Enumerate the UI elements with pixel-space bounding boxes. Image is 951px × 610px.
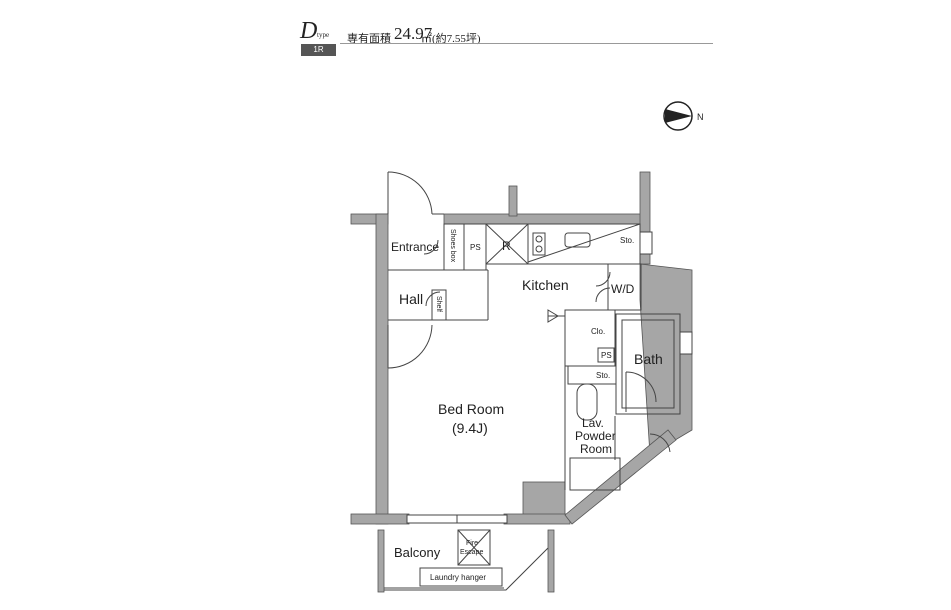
area-unit: ㎡(約7.55坪) [421,33,481,45]
storage-top-label: Sto. [620,236,634,245]
ps-top-label: PS [470,243,481,252]
room-labels: Entrance Shoes box PS R Sto. Kitchen W/D… [391,229,663,582]
hall-label: Hall [399,291,423,307]
storage-mid-label: Sto. [596,371,610,380]
balcony-outline [384,529,549,591]
lav-line1-label: Lav. [582,416,604,430]
bedroom-label: Bed Room [438,401,504,417]
refrigerator-label: R [502,239,511,253]
balcony-label: Balcony [394,545,441,560]
fire-escape-line1-label: Fire [466,540,478,547]
north-label: N [697,112,704,122]
type-suffix: type [317,31,330,39]
closet-label: Clo. [591,327,605,336]
plan-header: D type 1R 専有面積 24.97 ㎡(約7.55坪) [0,0,951,70]
bath-label: Bath [634,351,663,367]
bedroom-size-label: (9.4J) [452,420,488,436]
type-letter: D [300,18,318,44]
fire-escape-line2-label: Escape [460,549,483,556]
kitchen-label: Kitchen [522,277,569,293]
compass-icon: N [663,101,704,131]
lav-line2-label: Powder [575,429,616,443]
ps-mid-label: PS [601,351,612,360]
doors [387,171,671,453]
laundry-hanger-label: Laundry hanger [430,573,486,582]
shelf-label: Shelf [435,296,442,312]
washer-label: W/D [611,282,635,296]
layout-badge: 1R [301,44,336,56]
header-divider [340,43,713,44]
interior-lines [388,223,693,524]
entrance-label: Entrance [391,240,439,254]
shoes-box-label: Shoes box [449,229,456,263]
area-label: 専有面積 [347,33,391,45]
lav-line3-label: Room [580,442,612,456]
area-value: 24.97 [394,24,433,43]
